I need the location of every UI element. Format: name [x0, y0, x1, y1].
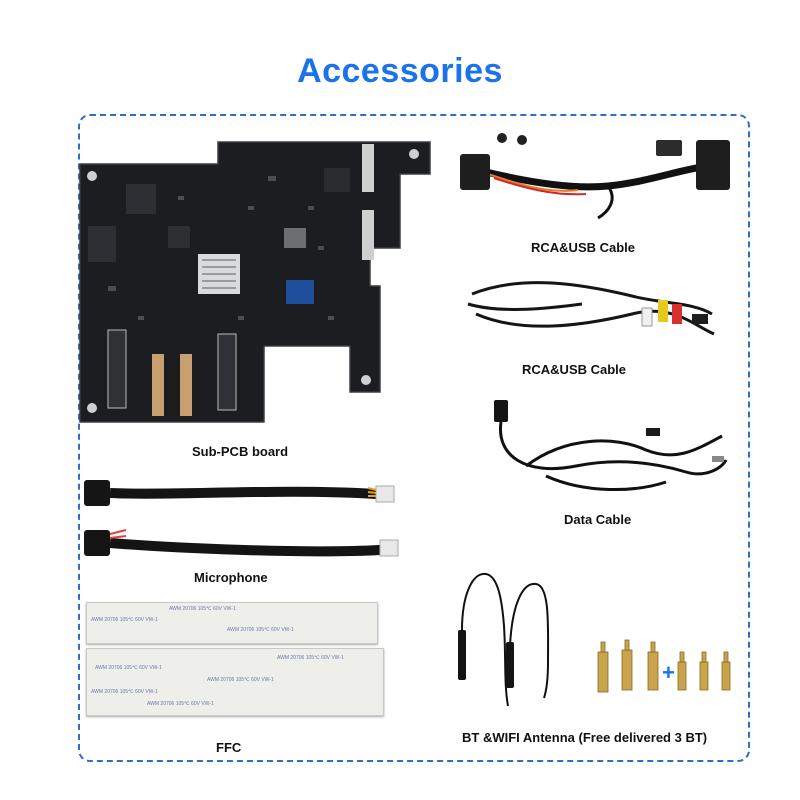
- accessories-frame: [78, 114, 750, 762]
- ffc-print-text: AWM 20706 105℃ 60V VW-1: [169, 606, 236, 612]
- ffc-print-text: AWM 20706 105℃ 60V VW-1: [147, 701, 214, 707]
- ffc-label: FFC: [216, 740, 242, 755]
- rca-usb-cable-image: [467, 281, 715, 336]
- harness-cable-label: RCA&USB Cable: [531, 240, 636, 255]
- ffc-print-text: AWM 20706 105℃ 60V VW-1: [91, 617, 158, 623]
- plus-icon: +: [662, 660, 675, 685]
- standoff-screws-image: [597, 639, 731, 693]
- ffc-print-text: AWM 20706 105℃ 60V VW-1: [207, 677, 274, 683]
- ffc-print-text: AWM 20706 105℃ 60V VW-1: [91, 689, 158, 695]
- pcb-board-image: [79, 141, 431, 423]
- ffc-print-text: AWM 20706 105℃ 60V VW-1: [227, 627, 294, 633]
- antenna-image: [458, 572, 550, 707]
- antenna-label: BT &WIFI Antenna (Free delivered 3 BT): [462, 730, 708, 745]
- microphone-label: Microphone: [194, 570, 268, 585]
- microphone-cable-image: [84, 480, 399, 557]
- pcb-board-label: Sub-PCB board: [192, 444, 289, 459]
- ffc-ribbon-upper: AWM 20706 105℃ 60V VW-1 AWM 20706 105℃ 6…: [86, 602, 378, 644]
- ffc-print-text: AWM 20706 105℃ 60V VW-1: [95, 665, 162, 671]
- rca-usb-cable-label: RCA&USB Cable: [522, 362, 627, 377]
- data-cable-label: Data Cable: [564, 512, 632, 527]
- ffc-ribbon-lower: AWM 20706 105℃ 60V VW-1 AWM 20706 105℃ 6…: [86, 648, 384, 716]
- ffc-print-text: AWM 20706 105℃ 60V VW-1: [277, 655, 344, 661]
- data-cable-image: [494, 400, 728, 491]
- harness-cable-image: [460, 133, 730, 220]
- page-title: Accessories: [297, 52, 503, 90]
